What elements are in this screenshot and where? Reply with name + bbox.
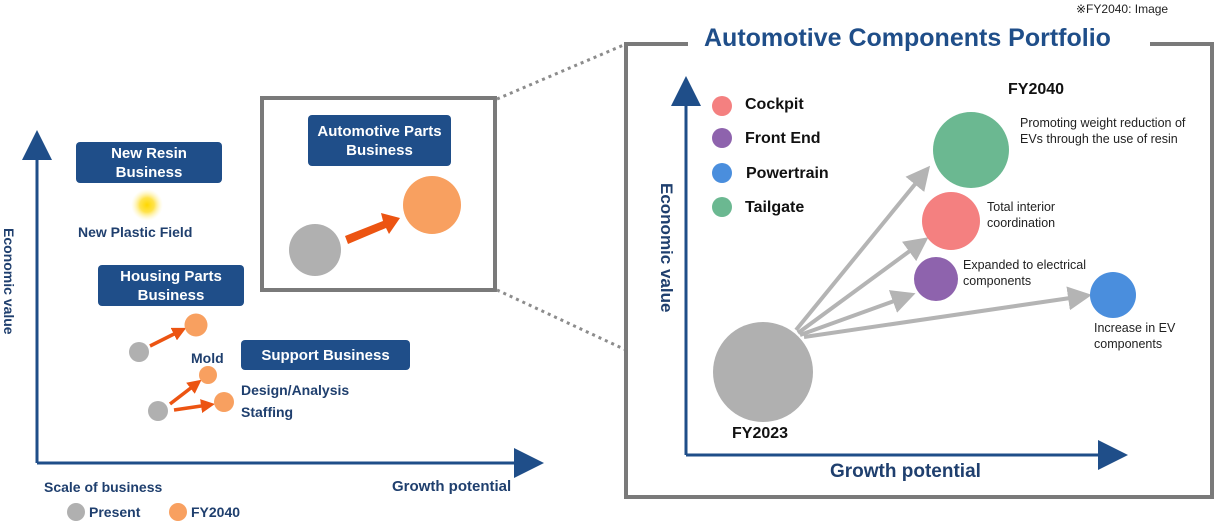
automotive-parts-business-title: Automotive Parts Business [317,122,442,159]
frontend-bubble [914,257,958,301]
housing-parts-business-box: Housing Parts Business [98,265,244,306]
mold-present-dot [129,342,149,362]
footnote: ※FY2040: Image [1076,2,1169,16]
design-analysis-label: Design/Analysis [241,382,350,398]
right-x-axis-label: Growth potential [830,461,981,482]
arrow-to-powertrain [803,286,1092,339]
scale-of-business-label: Scale of business [44,479,163,495]
staffing-fy2040-dot [214,392,234,412]
fy2023-label: FY2023 [732,425,789,442]
arrow-to-tailgate [794,165,931,332]
support-business-box: Support Business [241,340,410,370]
powertrain-bubble [1090,272,1136,318]
arrow-to-cockpit [796,237,929,335]
legend-tailgate-label: Tailgate [745,199,805,216]
automotive-zoom-frame [260,96,497,292]
design-fy2040-dot [199,366,217,384]
legend-cockpit-dot [712,96,732,116]
legend-cockpit-label: Cockpit [745,96,804,113]
cockpit-note: Total interior coordination [987,200,1056,230]
left-y-axis-label: Economic value [1,228,17,335]
fy2040-label: FY2040 [1008,81,1065,98]
legend-fy2040-dot [169,503,187,521]
zoom-connector-top [496,42,627,101]
legend-present-dot [67,503,85,521]
left-x-axis-label: Growth potential [392,478,512,495]
mold-fy2040-dot [184,313,208,337]
right-y-axis-label: Economic value [657,183,676,313]
portfolio-frame [624,42,1214,499]
legend-frontend-label: Front End [745,130,821,147]
automotive-parts-business-box: Automotive Parts Business [308,115,451,166]
powertrain-note: Increase in EV components [1094,321,1176,351]
new-resin-business-box: New Resin Business [76,142,222,183]
zoom-connector-bottom [496,288,627,352]
frontend-note: Expanded to electrical components [963,258,1086,288]
mold-label: Mold [191,350,224,366]
automotive-present-dot [289,224,341,276]
fy2023-bubble [713,322,813,422]
staffing-arrow [173,399,215,413]
legend-powertrain-label: Powertrain [746,165,829,182]
new-plastic-field-label: New Plastic Field [78,224,193,240]
legend-fy2040-label: FY2040 [191,504,241,520]
automotive-fy2040-dot [403,176,461,234]
tailgate-bubble [933,112,1009,188]
cockpit-bubble [922,192,980,250]
new-resin-business-title: New Resin Business [111,144,187,181]
mold-arrow [149,327,187,348]
support-business-title: Support Business [261,346,390,364]
tailgate-note: Promoting weight reduction of EVs throug… [1020,116,1186,146]
portfolio-title: Automotive Components Portfolio [704,24,1111,52]
design-arrow [168,379,202,406]
housing-parts-business-title: Housing Parts Business [120,267,222,304]
support-present-dot [148,401,168,421]
legend-present-label: Present [89,504,141,520]
legend-powertrain-dot [712,163,732,183]
arrow-to-frontend [799,290,916,337]
legend-tailgate-dot [712,197,732,217]
staffing-label: Staffing [241,404,294,420]
legend-frontend-dot [712,128,732,148]
new-plastic-glow [131,189,163,221]
automotive-arrow [345,213,400,244]
